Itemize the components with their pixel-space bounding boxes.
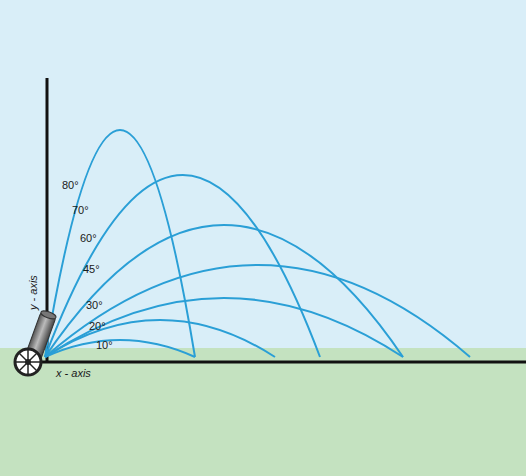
angle-label: 45°: [83, 264, 100, 275]
angle-label: 60°: [80, 233, 97, 244]
trajectories: [45, 130, 470, 357]
trajectory-30: [45, 298, 403, 357]
sky: [0, 0, 526, 348]
angle-label: 20°: [89, 321, 106, 332]
angle-label: 10°: [96, 340, 113, 351]
angle-label: 30°: [86, 300, 103, 311]
angle-label: 80°: [62, 180, 79, 191]
trajectory-60: [45, 225, 403, 357]
trajectory-80: [45, 130, 195, 357]
trajectory-45: [45, 265, 470, 357]
axis-label: x - axis: [56, 368, 91, 379]
ground: [0, 348, 526, 476]
cannon-wheel: [15, 349, 41, 375]
trajectory-20: [45, 320, 275, 357]
x-axis-line: [18, 361, 526, 364]
axis-label: y - axis: [28, 275, 39, 310]
angle-label: 70°: [72, 205, 89, 216]
trajectory-10: [45, 340, 195, 357]
